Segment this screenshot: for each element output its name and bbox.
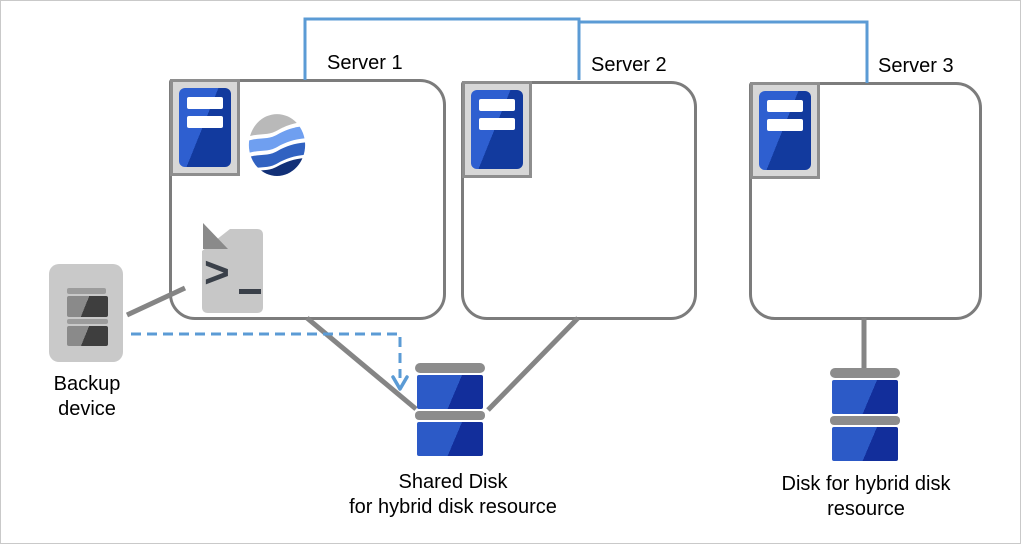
drive-bay bbox=[479, 99, 515, 111]
disk-platter bbox=[832, 427, 898, 461]
prompt-glyph: > bbox=[204, 248, 230, 297]
drive-bay bbox=[187, 97, 223, 109]
server2-label: Server 2 bbox=[591, 54, 667, 76]
link-server2-shared-disk bbox=[486, 316, 580, 412]
network-link-server1-server2 bbox=[303, 17, 581, 80]
drive-bay bbox=[187, 116, 223, 128]
server-icon bbox=[462, 81, 532, 178]
shared-disk-label-line2: for hybrid disk resource bbox=[349, 496, 557, 518]
server3-label: Server 3 bbox=[878, 55, 954, 77]
link-backup-device-server1 bbox=[125, 285, 187, 318]
hybrid-disk-icon bbox=[830, 368, 900, 461]
terminal-file-icon: > bbox=[202, 223, 263, 313]
server-icon bbox=[750, 82, 820, 179]
disk-divider bbox=[830, 416, 900, 425]
hybrid-disk-label: Disk for hybrid disk resource bbox=[746, 472, 986, 522]
network-link-server2-server3 bbox=[579, 20, 869, 83]
disk-platter bbox=[417, 422, 483, 456]
disk-platter bbox=[417, 375, 483, 409]
shared-disk-label: Shared Disk for hybrid disk resource bbox=[333, 470, 573, 520]
shared-disk-icon bbox=[415, 363, 485, 456]
drive-bay bbox=[479, 118, 515, 130]
disk-cap bbox=[830, 368, 900, 378]
tape-drive-icon bbox=[49, 264, 123, 362]
disk-cap bbox=[415, 363, 485, 373]
hybrid-disk-label-line2: resource bbox=[827, 498, 905, 520]
tape-slot-bar bbox=[67, 288, 106, 294]
disk-platter bbox=[832, 380, 898, 414]
backup-label-line1: Backup bbox=[53, 373, 121, 395]
wave-sphere-icon bbox=[248, 114, 306, 176]
cursor-underscore bbox=[239, 289, 261, 294]
tape-slot bbox=[67, 296, 108, 317]
shared-disk-label-line1: Shared Disk bbox=[398, 471, 508, 493]
drive-bay bbox=[767, 100, 803, 112]
tape-slot-bar bbox=[67, 319, 108, 324]
file-folded-corner bbox=[203, 223, 228, 249]
disk-divider bbox=[415, 411, 485, 420]
link-server1-shared-disk bbox=[305, 316, 418, 411]
backup-device-label: Backup device bbox=[27, 372, 147, 422]
tape-slot bbox=[67, 326, 108, 346]
server-chassis bbox=[759, 91, 811, 170]
hybrid-disk-label-line1: Disk for hybrid disk bbox=[781, 473, 951, 495]
server-chassis bbox=[179, 88, 231, 167]
server-icon bbox=[170, 79, 240, 176]
backup-arrowhead-icon bbox=[391, 375, 409, 391]
server1-label: Server 1 bbox=[327, 52, 403, 74]
server-chassis bbox=[471, 90, 523, 169]
backup-copy-dashed-arrow bbox=[131, 332, 402, 378]
drive-bay bbox=[767, 119, 803, 131]
backup-label-line2: device bbox=[58, 398, 116, 420]
